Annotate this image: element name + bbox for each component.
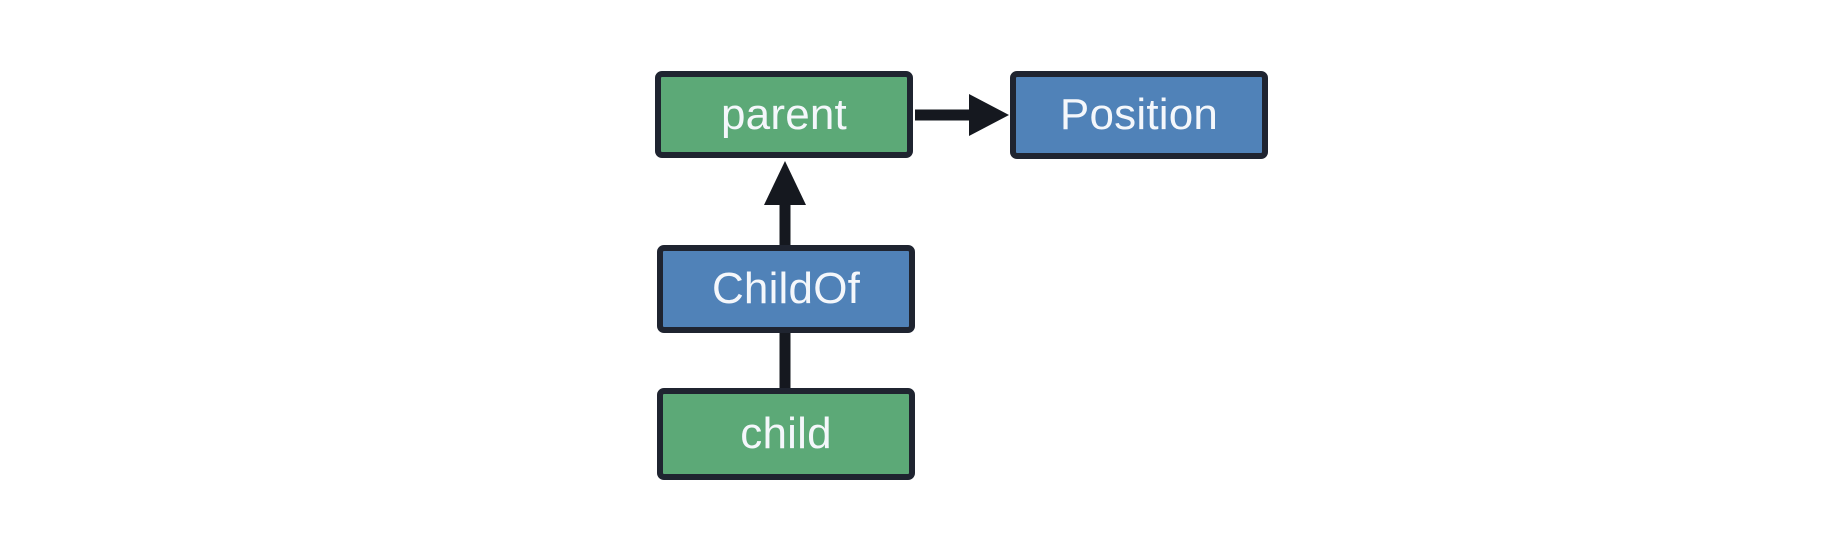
arrowhead-icon	[764, 161, 806, 205]
edge-child-to-childof	[775, 330, 795, 392]
node-position-label: Position	[1059, 90, 1219, 139]
node-child-label: child	[740, 409, 832, 458]
edge-childof-to-parent	[762, 157, 808, 249]
node-position[interactable]: Position	[1010, 71, 1268, 159]
node-parent-label: parent	[721, 89, 847, 139]
arrowhead-icon	[969, 94, 1009, 136]
edge-parent-to-position	[913, 92, 1011, 138]
node-childof-label: ChildOf	[711, 264, 861, 313]
node-child[interactable]: child	[657, 388, 915, 480]
node-parent[interactable]: parent	[655, 71, 913, 158]
node-childof[interactable]: ChildOf	[657, 245, 915, 333]
